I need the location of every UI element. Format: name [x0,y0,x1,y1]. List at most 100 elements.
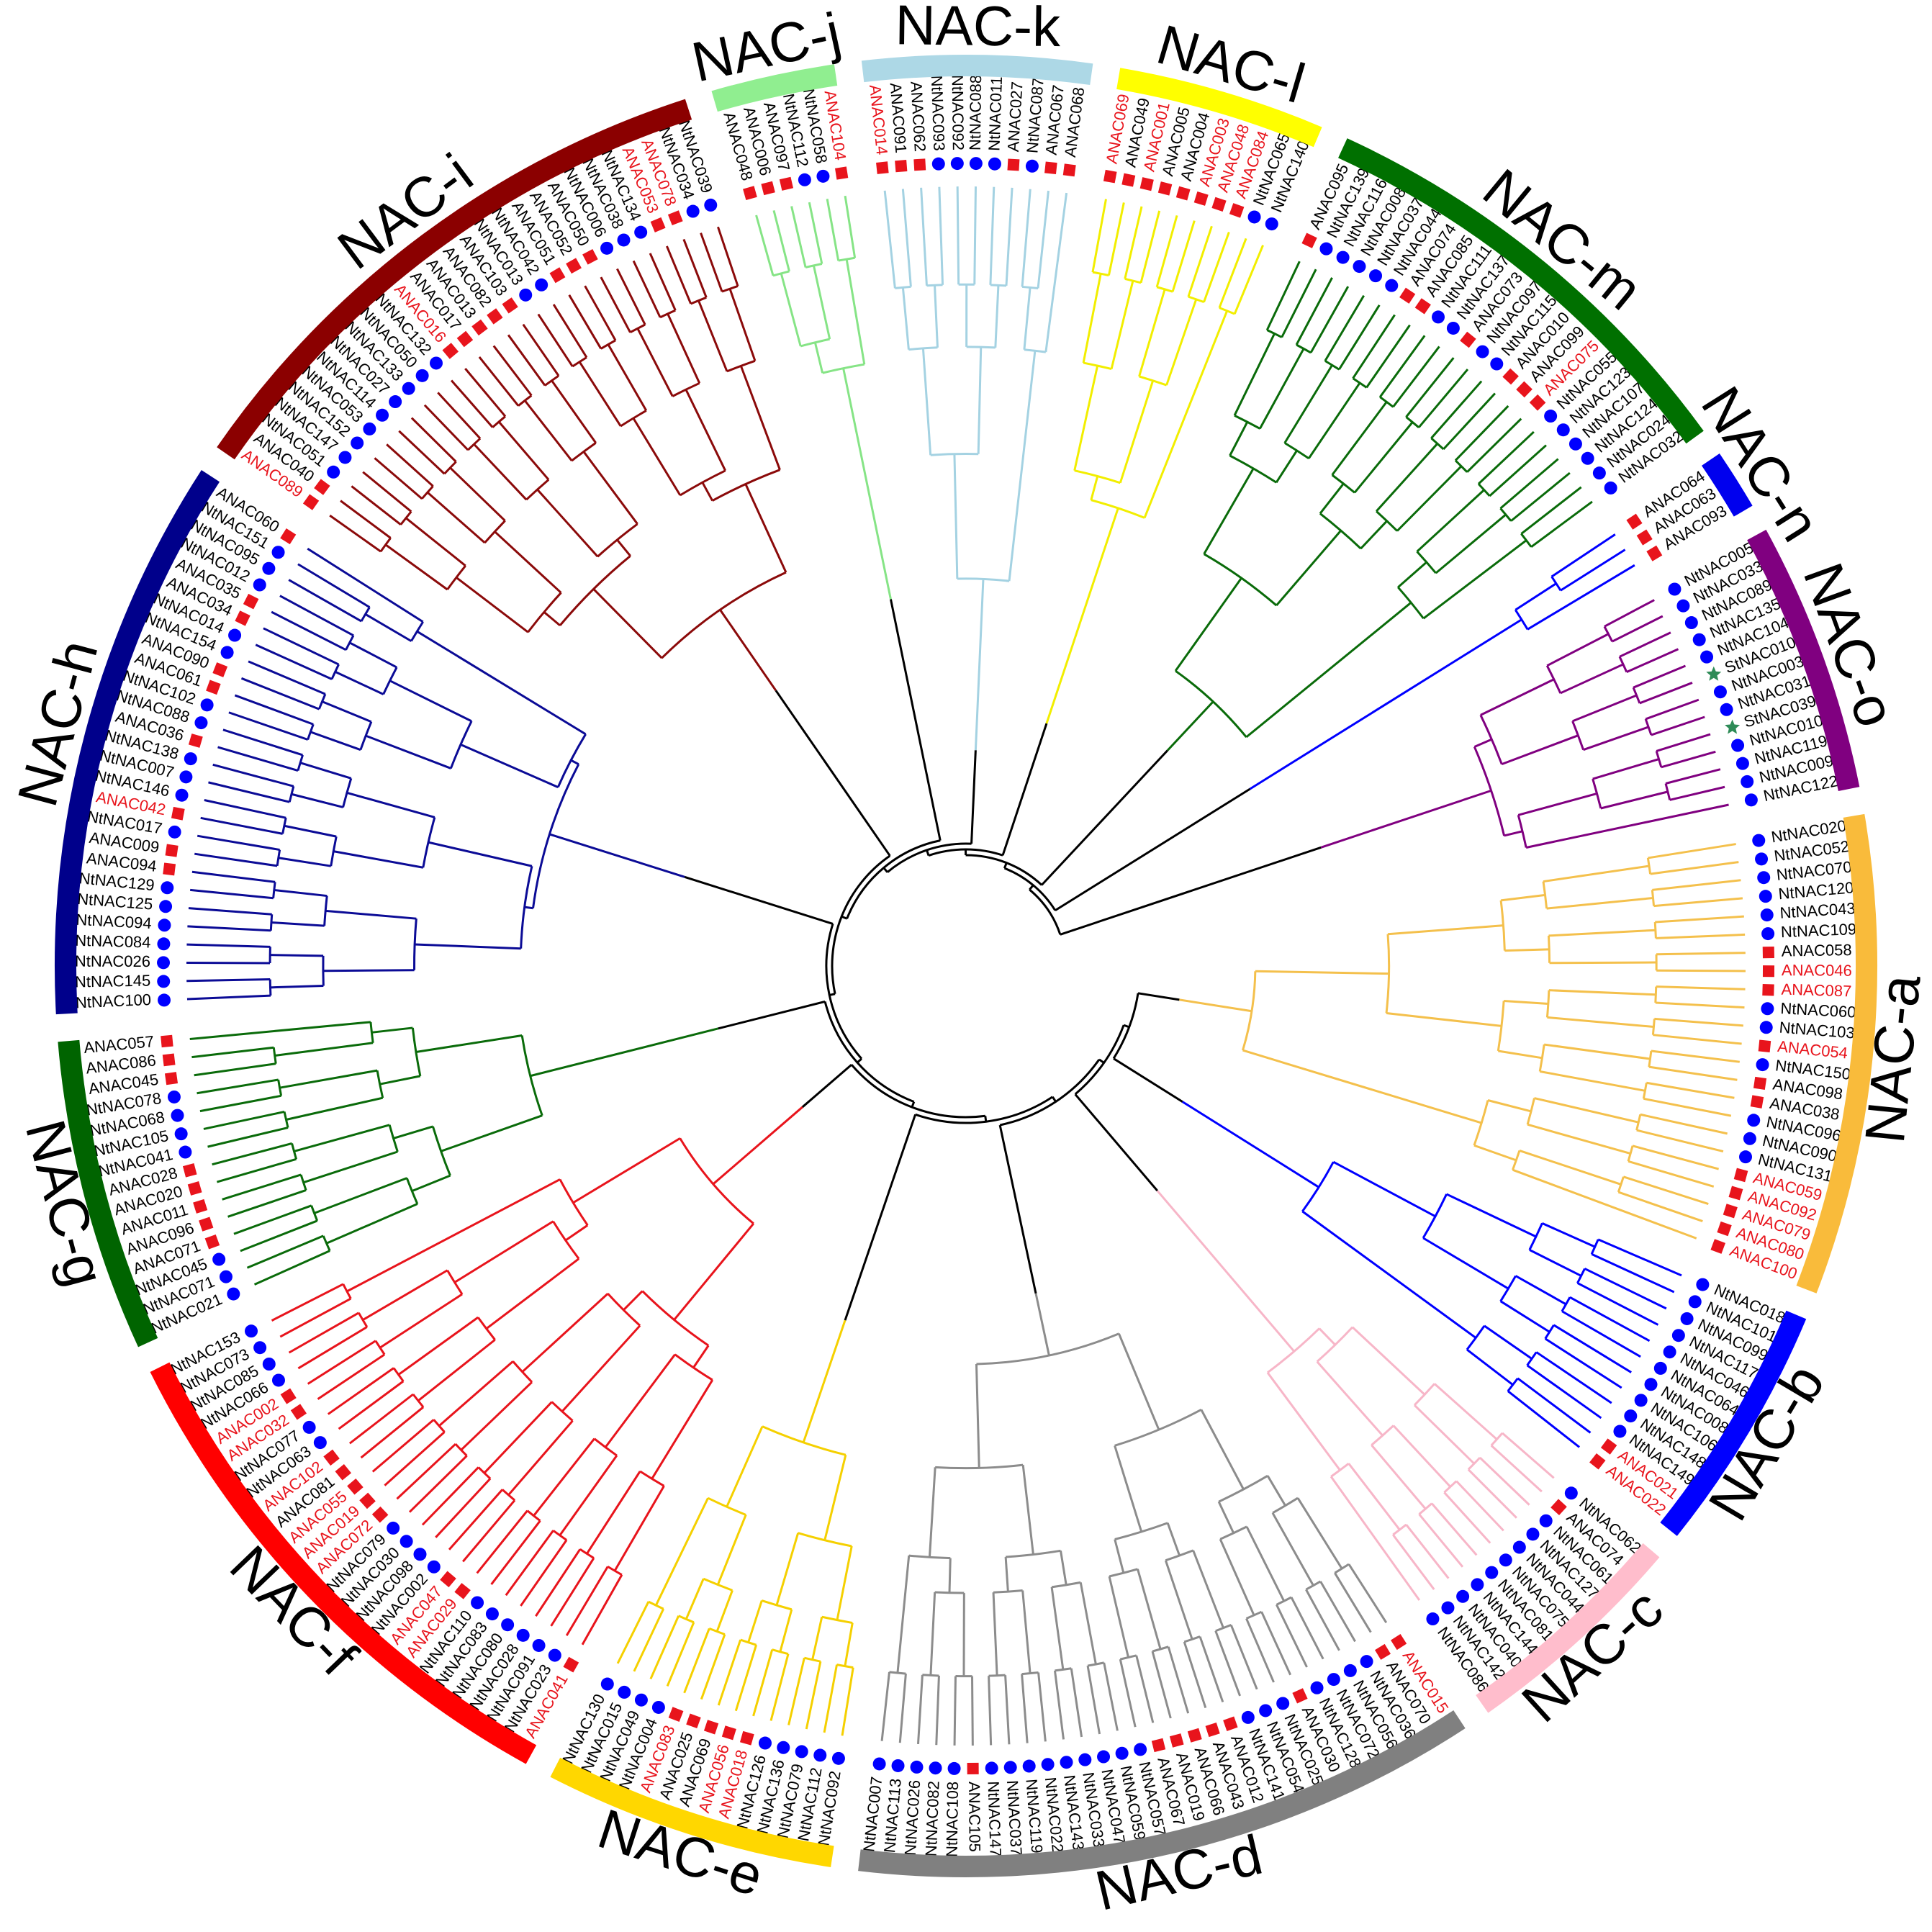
branch-arc [1635,1114,1642,1131]
at-square-marker [323,1449,340,1466]
branch [787,1657,805,1725]
branch-arc [1443,1480,1458,1494]
branch [1656,733,1711,752]
branch [360,1406,425,1459]
st-star-marker [1706,666,1722,681]
branch [340,500,392,539]
branch [1515,1275,1567,1306]
branch [1392,1534,1435,1590]
nt-dot-marker [1713,685,1727,699]
nt-dot-marker [175,788,189,802]
branch [1229,1624,1258,1690]
branch-arc [1114,1522,1168,1540]
leaf-label: ANAC046 [1782,961,1852,980]
branch [386,443,434,487]
branch [1418,1513,1464,1568]
branch [421,1466,479,1526]
branch [1534,1097,1639,1124]
branch-arc [272,1047,277,1064]
branch [1512,1168,1697,1240]
branch-arc [1651,1019,1656,1035]
nt-dot-marker [415,369,429,382]
at-square-marker [347,1479,364,1495]
branch-arc [1109,1568,1138,1578]
nt-dot-marker [262,561,276,575]
branch [1023,287,1032,350]
branch-arc [1545,990,1550,1018]
nt-dot-marker [1327,1673,1340,1687]
at-square-marker [1301,233,1317,248]
branch [1517,793,1597,816]
group-stem [1166,700,1214,751]
leaf-label: NtNAC100 [75,990,151,1011]
branch-arc [674,1353,713,1381]
nt-dot-marker [1671,1329,1685,1342]
branch [1217,1501,1235,1534]
branch [1529,1249,1582,1277]
at-square-marker [667,210,683,226]
branch [286,1096,384,1121]
branch [1330,1476,1421,1601]
branch [535,1548,582,1617]
branch [1103,1662,1119,1731]
branch [772,210,790,272]
branch [415,943,521,950]
branch [1171,220,1196,292]
nt-dot-marker [363,422,376,435]
at-square-marker [1121,173,1136,187]
backbone [1113,1057,1183,1103]
branch [901,189,912,287]
branch [1656,969,1746,972]
branch-arc [520,1035,543,1116]
branch-arc [740,1638,757,1646]
branch [1266,1475,1286,1507]
at-square-marker [1502,368,1519,385]
branch [1124,206,1143,279]
nt-dot-marker [1752,834,1766,847]
backbone-arc [915,1096,1054,1124]
nt-dot-marker [1747,1114,1761,1127]
group-arc [1116,68,1322,148]
branch [448,1489,504,1550]
branch [1648,1065,1738,1081]
nt-dot-marker [1512,1540,1526,1554]
nt-dot-marker [910,1760,924,1774]
nt-dot-marker [1761,1002,1774,1016]
branch [1539,1070,1646,1092]
branch [186,994,271,1001]
group-stem [802,1319,847,1443]
branch [307,547,424,623]
branch [1561,1310,1641,1358]
branch [934,285,939,348]
nt-dot-marker [1756,1058,1769,1072]
branch [1265,261,1301,331]
branch [1245,1526,1286,1602]
branch [314,1177,407,1214]
branch [1183,1641,1207,1709]
branch [349,641,397,669]
branch [901,287,910,350]
nt-dot-marker [376,408,389,422]
at-square-marker [502,297,518,314]
at-square-marker [1169,1733,1184,1748]
tree-branches [186,186,1746,1746]
branch [1604,599,1655,628]
branch [1309,286,1350,353]
nt-dot-marker [1385,279,1399,292]
nt-dot-marker [600,1677,614,1691]
branch [1174,577,1242,672]
at-square-marker [371,1506,389,1523]
at-square-marker [1229,203,1245,218]
branch [586,1471,641,1555]
branch [240,1219,318,1252]
nt-dot-marker [262,1358,276,1371]
at-square-marker [779,176,794,191]
branch [1498,1049,1543,1060]
at-square-marker [563,1656,579,1673]
branch [284,824,337,838]
nt-dot-marker [1761,927,1775,941]
branch [700,1633,726,1700]
branch [604,1353,676,1448]
branch-arc [1276,1596,1292,1606]
branch [191,1046,274,1059]
